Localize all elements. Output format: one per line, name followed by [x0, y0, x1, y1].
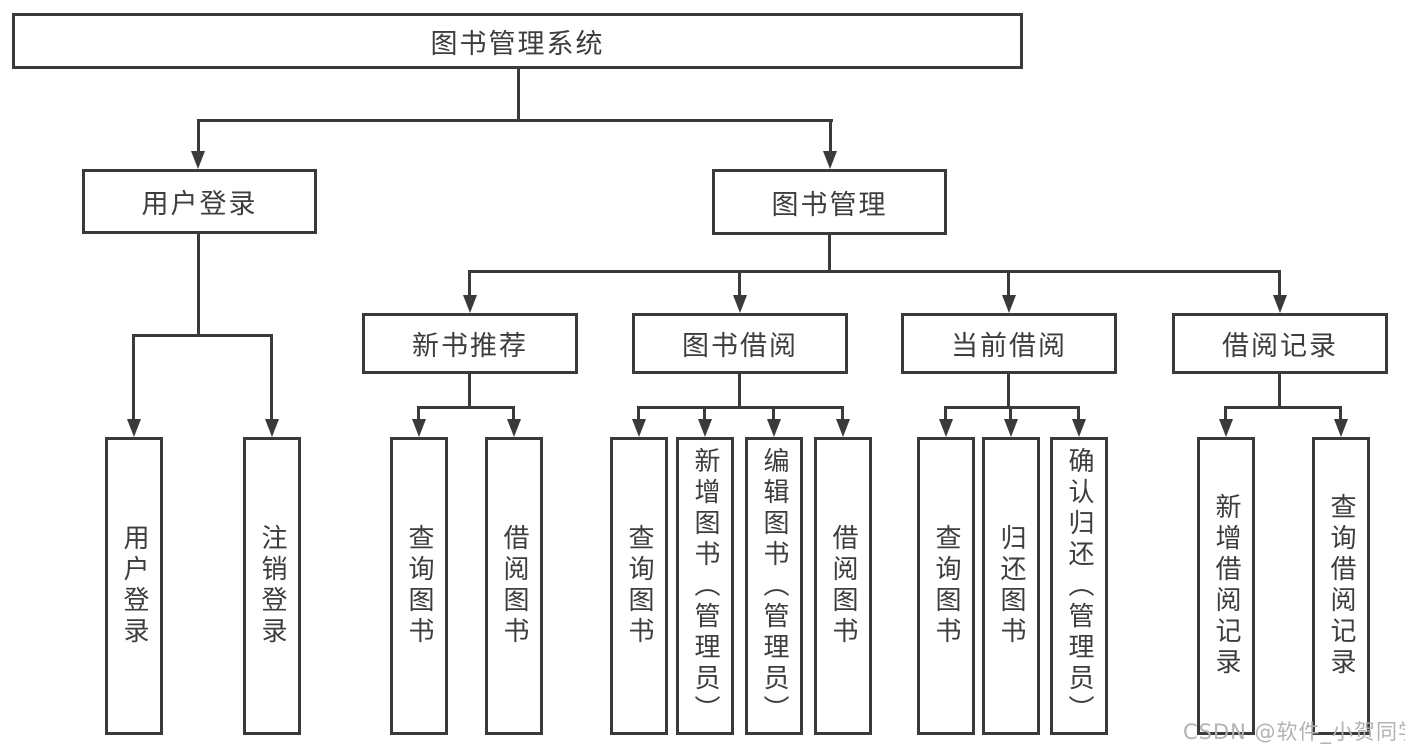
- connector-line: [197, 119, 833, 122]
- connector-line: [517, 69, 520, 121]
- connector-line: [417, 406, 420, 422]
- connector-line: [1077, 406, 1080, 422]
- node-current-borrowing: 当前借阅: [901, 313, 1117, 374]
- leaf-add-book-admin: 新增图书（管理员）: [676, 437, 734, 735]
- connector-line: [417, 406, 515, 409]
- connector-line: [468, 270, 1281, 273]
- connector-line: [1009, 406, 1012, 422]
- connector-line: [1278, 374, 1281, 409]
- connector-line: [637, 406, 844, 409]
- leaf-label: 用户登录: [119, 524, 149, 648]
- node-borrow-records: 借阅记录: [1172, 313, 1388, 374]
- leaf-query-borrow-record: 查询借阅记录: [1312, 437, 1370, 735]
- leaf-query-books-borrowing: 查询图书: [610, 437, 668, 735]
- arrowhead-icon: [265, 419, 279, 437]
- connector-line: [197, 119, 200, 153]
- connector-line: [468, 374, 471, 409]
- node-library-management-system: 图书管理系统: [12, 13, 1023, 69]
- connector-line: [1007, 374, 1010, 409]
- arrowhead-icon: [733, 295, 747, 313]
- arrowhead-icon: [1334, 419, 1348, 437]
- arrowhead-icon: [632, 419, 646, 437]
- connector-line: [703, 406, 706, 422]
- leaf-label: 查询图书: [404, 524, 434, 648]
- connector-line: [1339, 406, 1342, 422]
- arrowhead-icon: [767, 419, 781, 437]
- leaf-label: 借阅图书: [499, 524, 529, 648]
- arrowhead-icon: [507, 419, 521, 437]
- arrowhead-icon: [1002, 295, 1016, 313]
- arrowhead-icon: [412, 419, 426, 437]
- leaf-borrow-books-borrowing: 借阅图书: [814, 437, 872, 735]
- leaf-label: 查询图书: [624, 524, 654, 648]
- connector-line: [270, 334, 273, 422]
- connector-line: [1224, 406, 1227, 422]
- leaf-label: 归还图书: [996, 524, 1026, 648]
- connector-line: [1224, 406, 1342, 409]
- leaf-label: 查询借阅记录: [1326, 493, 1356, 679]
- connector-line: [132, 334, 135, 422]
- leaf-borrow-books-recommend: 借阅图书: [485, 437, 543, 735]
- arrowhead-icon: [698, 419, 712, 437]
- arrowhead-icon: [127, 419, 141, 437]
- connector-line: [772, 406, 775, 422]
- leaf-label: 新增图书（管理员）: [690, 446, 720, 726]
- connector-line: [829, 119, 832, 153]
- connector-line: [1007, 270, 1010, 296]
- leaf-label: 编辑图书（管理员）: [759, 446, 789, 726]
- node-user-login: 用户登录: [82, 169, 317, 234]
- connector-line: [828, 235, 831, 273]
- connector-line: [468, 270, 471, 296]
- arrowhead-icon: [939, 419, 953, 437]
- leaf-label: 查询图书: [931, 524, 961, 648]
- leaf-query-books-recommend: 查询图书: [390, 437, 448, 735]
- watermark: CSDN @软件_小贺同学: [1183, 720, 1405, 744]
- leaf-confirm-return-admin: 确认归还（管理员）: [1050, 437, 1108, 735]
- arrowhead-icon: [1072, 419, 1086, 437]
- leaf-logout: 注销登录: [243, 437, 301, 735]
- node-new-book-recommendation: 新书推荐: [362, 313, 578, 374]
- node-book-borrowing: 图书借阅: [632, 313, 848, 374]
- connector-line: [738, 374, 741, 409]
- leaf-query-books-current: 查询图书: [917, 437, 975, 735]
- connector-line: [841, 406, 844, 422]
- arrowhead-icon: [1219, 419, 1233, 437]
- leaf-label: 新增借阅记录: [1211, 493, 1241, 679]
- connector-line: [1278, 270, 1281, 296]
- arrowhead-icon: [1004, 419, 1018, 437]
- connector-line: [738, 270, 741, 296]
- arrowhead-icon: [1273, 295, 1287, 313]
- arrowhead-icon: [463, 295, 477, 313]
- leaf-return-books: 归还图书: [982, 437, 1040, 735]
- leaf-add-borrow-record: 新增借阅记录: [1197, 437, 1255, 735]
- connector-line: [197, 234, 200, 337]
- leaf-user-login: 用户登录: [105, 437, 163, 735]
- arrowhead-icon: [836, 419, 850, 437]
- leaf-label: 注销登录: [257, 524, 287, 648]
- arrowhead-icon: [823, 151, 837, 169]
- leaf-label: 确认归还（管理员）: [1064, 446, 1094, 726]
- connector-line: [944, 406, 1080, 409]
- connector-line: [637, 406, 640, 422]
- arrowhead-icon: [191, 151, 205, 169]
- connector-line: [512, 406, 515, 422]
- leaf-label: 借阅图书: [828, 524, 858, 648]
- node-book-management: 图书管理: [712, 169, 947, 235]
- connector-line: [132, 334, 273, 337]
- connector-line: [944, 406, 947, 422]
- leaf-edit-book-admin: 编辑图书（管理员）: [745, 437, 803, 735]
